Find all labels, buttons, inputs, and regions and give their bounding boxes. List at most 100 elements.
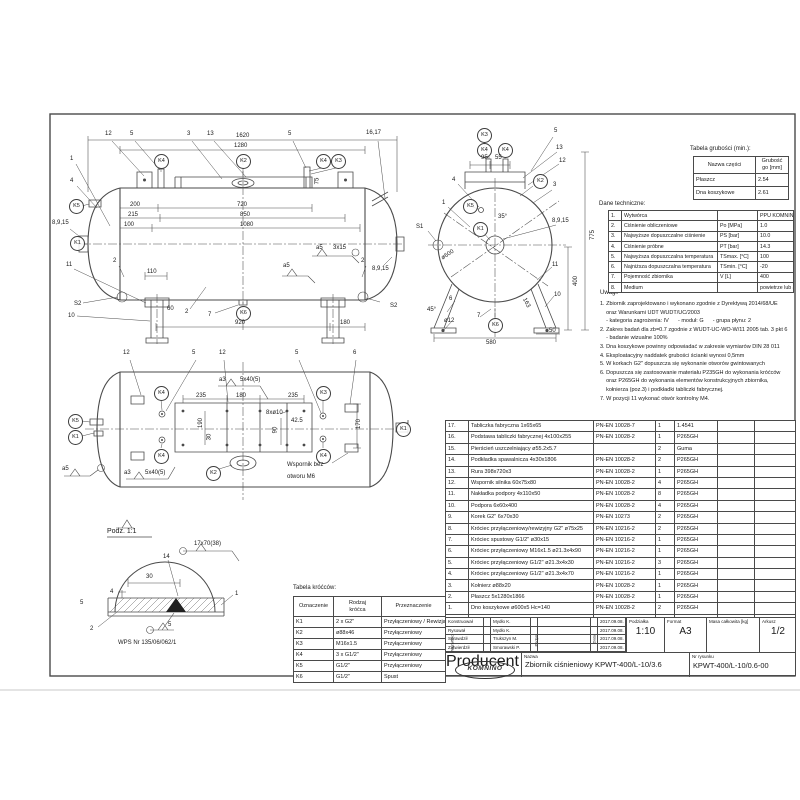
dim-42-5: 42.5: [291, 418, 303, 424]
bom-mass: [717, 511, 755, 524]
bom-name: Podstawa tabliczki fabrycznej 4x100x255: [468, 431, 594, 444]
bom-qty: 1: [655, 419, 675, 433]
dim-55: 55: [495, 155, 502, 161]
balloon-k4: K4: [477, 143, 492, 158]
callout-5b: 5: [288, 131, 292, 137]
section-ref-s1: S1: [416, 224, 424, 230]
bom-pos: 1.: [445, 602, 469, 615]
bom-row: 5. Króciec przyłączeniowy G1/2" ø21.3x4x…: [445, 556, 796, 570]
bom-remarks: [754, 511, 796, 524]
bom-name: Płaszcz 5x1280x1866: [468, 590, 594, 604]
callout-2: 2: [185, 309, 189, 315]
tech-value: powietrze lub azot lub argon: [757, 282, 794, 294]
rot-label-nazwisko: Nazwisko: [449, 634, 455, 652]
bom-name: Podkładka spawalnicza 4x30x1806: [468, 454, 594, 467]
bom-qty: 1: [655, 590, 675, 604]
bom-row: 17. Tabliczka fabryczna 1x65x65 PN-EN 10…: [445, 419, 796, 433]
bom-norm: PN-EN 10028-2: [593, 579, 656, 592]
weld-note-17x70: 17x70(38): [194, 541, 222, 547]
bom-qty: 1: [655, 431, 675, 444]
weld-ref-2b: 2: [361, 258, 365, 264]
note-line: - badanie wizualne 100%: [600, 335, 668, 342]
balloon-k6: K6: [488, 318, 503, 333]
sig-col-gap2: [531, 626, 538, 634]
plan-view: [64, 359, 409, 500]
nozzle-row: K5 G1/2" Przyłączeniowy: [293, 660, 446, 672]
tech-name: Medium: [621, 282, 718, 294]
dim-45deg: 45°: [427, 307, 437, 313]
sig-signature: [538, 635, 591, 643]
tech-no: 2.: [608, 220, 622, 232]
bom-material: P265GH: [674, 545, 718, 558]
thickness-table-title: Tabela grubości (min.):: [690, 146, 751, 152]
note-line: 6. Dopuszcza się zastosowanie materiału …: [600, 369, 781, 376]
dim-1080: 1080: [240, 222, 254, 228]
note-line: 3. Dna koszykowe powinny odpowiadać w za…: [600, 343, 780, 350]
dim-95: 95: [481, 155, 488, 161]
bom-mass: [717, 442, 755, 456]
bom-remarks: [754, 442, 796, 456]
dim-60: 60: [167, 306, 174, 312]
bom-mass: [717, 522, 755, 535]
callout-10: 10: [68, 313, 75, 319]
nozzle-mark: K3: [293, 638, 334, 650]
balloon-k4: K4: [154, 154, 169, 169]
callout-5: 5: [130, 131, 134, 137]
tech-symbol: Po [MPa]: [717, 220, 758, 232]
part-thickness: 2.61: [755, 186, 789, 200]
bom-norm: PN-EN 10216-2: [593, 545, 656, 558]
callout-3: 3: [187, 131, 191, 137]
detail-view: [97, 519, 240, 634]
callout-3: 3: [553, 182, 557, 188]
bom-remarks: [754, 545, 796, 558]
detail-title: Podz. 1:1: [107, 528, 137, 535]
weld-note-5x40b: 5x40(5): [145, 470, 166, 476]
tech-row: 7. Pojemność zbiornika V [L] 400: [608, 271, 794, 284]
nozzle-type: G1/2": [333, 671, 382, 683]
drawing-name-label: Nazwa: [524, 654, 538, 659]
bom-row: 9. Korek G2" 6x70x30 PN-EN 10273 2 P265G…: [445, 511, 796, 524]
part-thickness: 2.54: [755, 173, 789, 187]
bom-qty: 2: [655, 522, 675, 535]
bom-name: Króciec przyłączeniowy/rewizyjny G2" ø75…: [468, 522, 594, 535]
bom-pos: 8.: [445, 522, 469, 535]
bom-name: Króciec spustowy G1/2" ø30x15: [468, 533, 594, 547]
bom-name: Króciec przyłączeniowy G1/2" ø21.3x4x70: [468, 568, 594, 581]
dim-235b: 235: [288, 393, 299, 399]
sig-name: Trukszyn M.: [491, 635, 531, 643]
note-wspornik-2: otworu M6: [287, 474, 316, 480]
signature-area: Konstruował Mydło K. 2017.09.08. Rysował…: [446, 618, 626, 652]
total-mass-cell: Masa całkowita [kg]: [706, 618, 759, 652]
bom-remarks: [754, 602, 796, 615]
bom-remarks: [754, 499, 796, 513]
sheet-label: Arkusz: [762, 619, 776, 624]
nozzle-purpose: Przyłączeniowy: [381, 660, 446, 672]
bom-qty: 3: [655, 556, 675, 570]
bom-row: 7. Króciec spustowy G1/2" ø30x15 PN-EN 1…: [445, 533, 796, 547]
sig-name: Smorawski P.: [491, 643, 531, 651]
bom-pos: 9.: [445, 511, 469, 524]
callout-10: 10: [554, 292, 561, 298]
bom-qty: 2: [655, 454, 675, 467]
bom-pos: 17.: [445, 419, 469, 433]
tech-symbol: TSmax. [°C]: [717, 251, 758, 263]
nozzle-row: K4 3 x G1/2" Przyłączeniowy: [293, 649, 446, 661]
weld-fillet: [166, 598, 186, 612]
sig-col-gap1: [484, 626, 491, 634]
bom-name: Tabliczka fabryczna 1x65x65: [468, 419, 594, 433]
dim-5b: 5: [168, 622, 172, 628]
tech-no: 7.: [608, 271, 622, 284]
tech-data-table: 1. Wytwórca PPU KOMNINO 2. Ciśnienie obl…: [608, 209, 794, 294]
bom-qty: 1: [655, 568, 675, 581]
bom-mass: [717, 579, 755, 592]
bom-pos: 16.: [445, 431, 469, 444]
signature-row: Konstruował Mydło K. 2017.09.08.: [446, 618, 626, 627]
notes-block: 1. Zbiornik zaprojektowano i wykonano zg…: [600, 300, 796, 403]
tech-symbol: V [L]: [717, 271, 758, 284]
format-value: A3: [679, 626, 692, 637]
nozzle-type: M16x1.5: [333, 638, 382, 650]
bom-material: P265GH: [674, 602, 718, 615]
bom-norm: PN-EN 10216-2: [593, 522, 656, 535]
bom-material: 1.4541: [674, 419, 718, 433]
bom-material: P265GH: [674, 522, 718, 535]
